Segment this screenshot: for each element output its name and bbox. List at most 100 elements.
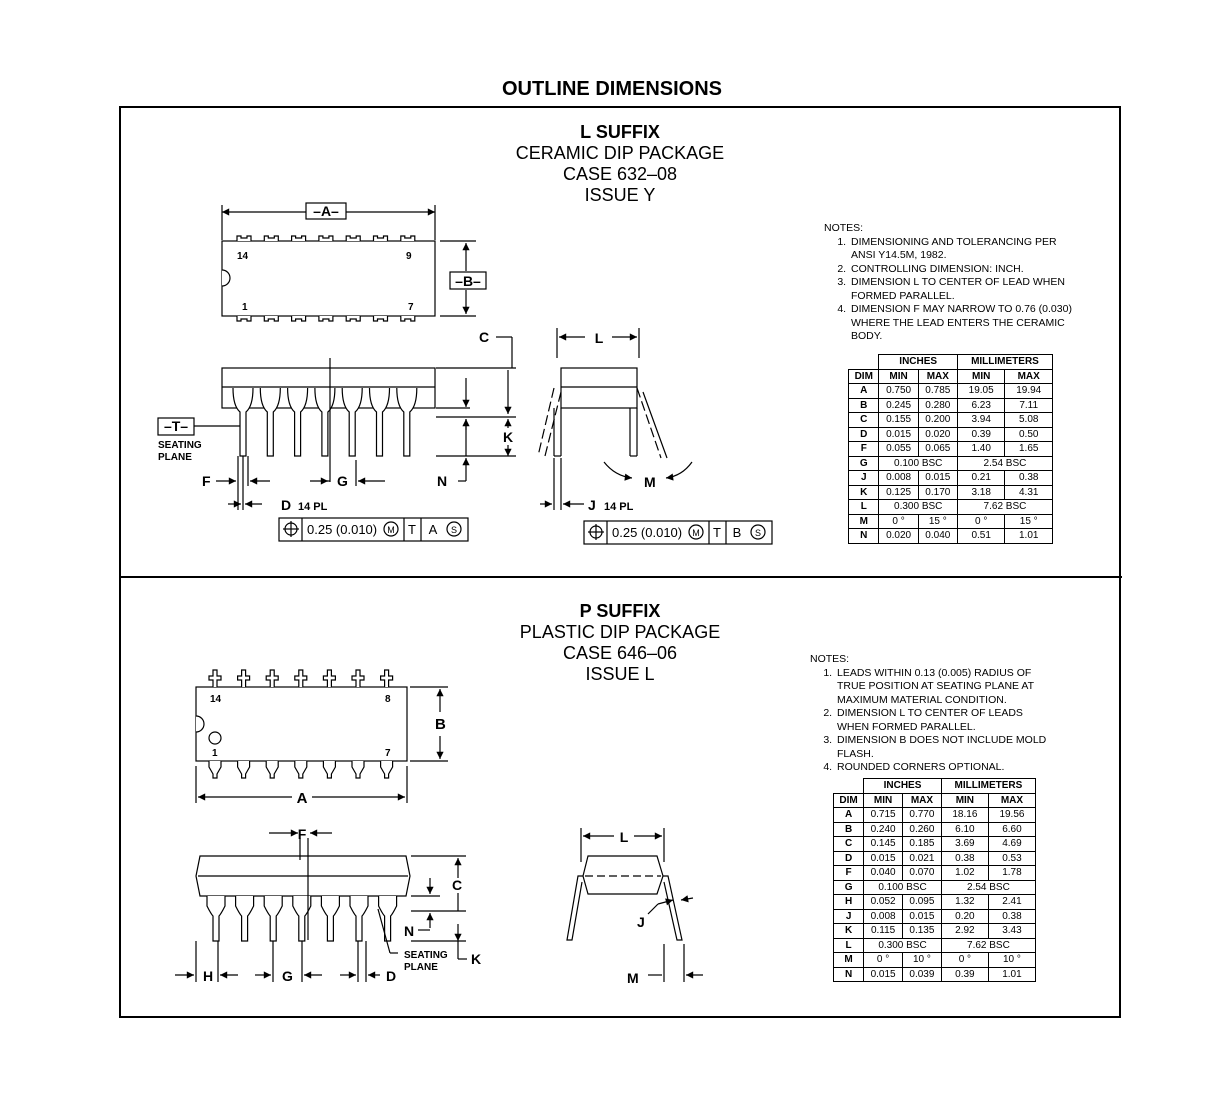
l-suffix-header: L SUFFIX CERAMIC DIP PACKAGE CASE 632–08… bbox=[420, 122, 820, 206]
l-l-label: L bbox=[595, 330, 604, 346]
p-pin-14-label: 14 bbox=[210, 694, 222, 705]
p-j-label: J bbox=[637, 914, 645, 930]
l-tol-b-datum-b: B bbox=[733, 525, 742, 540]
l-tol-b-modifier: M bbox=[692, 528, 700, 538]
l-bottom-lead-tab bbox=[318, 316, 334, 322]
p-side-lead bbox=[206, 896, 226, 942]
l-pin-9-label: 9 bbox=[406, 251, 412, 262]
p-table-dim-cell: C bbox=[832, 836, 865, 852]
l-bottom-lead-tab bbox=[400, 316, 416, 322]
l-d-14pl-label: 14 PL bbox=[298, 501, 328, 513]
l-case-number: CASE 632–08 bbox=[562, 164, 678, 184]
p-table-value-cell: 0.53 bbox=[987, 850, 1037, 866]
p-dimensions-table: INCHES MILLIMETERS DIM MIN MAX MIN MAX A… bbox=[832, 778, 1037, 982]
p-suffix-header: P SUFFIX PLASTIC DIP PACKAGE CASE 646–06… bbox=[420, 601, 820, 685]
l-side-lead bbox=[396, 387, 418, 457]
l-table-value-cell: 0.040 bbox=[917, 528, 958, 544]
p-c-label: C bbox=[452, 877, 462, 893]
p-top-view bbox=[195, 669, 408, 779]
l-pin-7-label: 7 bbox=[408, 302, 414, 313]
p-n-label: N bbox=[404, 923, 414, 939]
p-m-label: M bbox=[627, 970, 639, 986]
l-top-lead-tab bbox=[345, 235, 361, 241]
l-top-lead-tab bbox=[372, 235, 389, 241]
p-a-label: A bbox=[297, 790, 308, 807]
p-plane-label: PLANE bbox=[404, 962, 438, 973]
l-tol-a-datum-a: A bbox=[429, 522, 438, 537]
p-table-value-cell: 0.039 bbox=[902, 966, 942, 982]
p-table-dim-cell: N bbox=[832, 966, 865, 982]
p-top-lead bbox=[351, 669, 365, 687]
l-tol-a-value: 0.25 (0.010) bbox=[307, 522, 377, 537]
p-l-label: L bbox=[620, 829, 629, 845]
l-d-label: D bbox=[281, 497, 291, 513]
l-f-label: F bbox=[202, 473, 211, 489]
l-tol-a-datum-t: T bbox=[408, 522, 416, 537]
p-note-2: DIMENSION L TO CENTER OF LEADS WHEN FORM… bbox=[835, 707, 1055, 734]
outline-frame bbox=[119, 106, 1121, 1018]
p-table-value-cell: 0.015 bbox=[863, 966, 904, 982]
p-issue: ISSUE L bbox=[585, 664, 655, 684]
p-case-number: CASE 646–06 bbox=[562, 643, 678, 663]
l-note-4: DIMENSION F MAY NARROW TO 0.76 (0.030) W… bbox=[849, 303, 1074, 344]
datum-b-label: –B– bbox=[455, 273, 481, 289]
p-top-lead bbox=[237, 669, 251, 687]
p-bottom-lead bbox=[265, 761, 279, 779]
p-note-4: ROUNDED CORNERS OPTIONAL. bbox=[835, 761, 1055, 775]
l-bottom-lead-tab bbox=[291, 316, 307, 322]
l-k-label: K bbox=[503, 429, 513, 445]
l-side-lead bbox=[287, 387, 309, 457]
l-end-view bbox=[537, 367, 668, 459]
l-side-view bbox=[221, 358, 436, 482]
datum-t-label: –T– bbox=[164, 418, 188, 434]
p-side-lead bbox=[263, 896, 283, 942]
p-g-label: G bbox=[282, 968, 293, 984]
l-tol-b-datum-t: T bbox=[713, 525, 721, 540]
p-package-name: PLASTIC DIP PACKAGE bbox=[519, 622, 721, 642]
p-bottom-lead bbox=[208, 761, 222, 779]
l-tolerance-frame-a bbox=[278, 517, 469, 542]
p-seating-label: SEATING bbox=[404, 950, 448, 961]
l-top-lead-tab bbox=[263, 235, 279, 241]
p-top-lead bbox=[294, 669, 308, 687]
l-suffix-title: L SUFFIX bbox=[580, 122, 660, 142]
p-b-label: B bbox=[435, 716, 446, 733]
l-tolerance-frame-b bbox=[583, 520, 773, 545]
p-end-view bbox=[566, 855, 683, 941]
p-pin-1-label: 1 bbox=[212, 748, 218, 759]
section-divider bbox=[119, 576, 1122, 578]
l-top-lead-tab bbox=[400, 235, 416, 241]
l-notes-title: NOTES: bbox=[824, 222, 864, 234]
l-n-label: N bbox=[437, 473, 447, 489]
p-note-1: LEADS WITHIN 0.13 (0.005) RADIUS OF TRUE… bbox=[835, 667, 1055, 708]
l-bottom-lead-tab bbox=[263, 316, 279, 322]
p-k-label: K bbox=[471, 951, 481, 967]
l-side-lead bbox=[314, 387, 336, 457]
l-m-label: M bbox=[644, 474, 656, 490]
l-c-label: C bbox=[479, 329, 489, 345]
l-side-lead bbox=[232, 387, 254, 457]
p-h-label: H bbox=[203, 968, 213, 984]
p-side-lead bbox=[320, 896, 340, 942]
l-note-1: DIMENSIONING AND TOLERANCING PER ANSI Y1… bbox=[849, 236, 1074, 263]
l-dimensions-table: INCHES MILLIMETERS DIM MIN MAX MIN MAX A… bbox=[847, 354, 1054, 544]
l-issue: ISSUE Y bbox=[584, 185, 656, 205]
p-table-max-mm-header: MAX bbox=[987, 792, 1037, 808]
l-bottom-lead-tab bbox=[345, 316, 361, 322]
p-d-label: D bbox=[386, 968, 396, 984]
l-top-lead-tab bbox=[236, 235, 252, 241]
l-tol-b-s: S bbox=[755, 528, 761, 538]
p-top-lead bbox=[380, 669, 394, 687]
l-note-3: DIMENSION L TO CENTER OF LEAD WHEN FORME… bbox=[849, 276, 1074, 303]
l-table-value-cell: 1.01 bbox=[1004, 528, 1053, 544]
datum-a-label: –A– bbox=[313, 203, 339, 219]
p-notes-title: NOTES: bbox=[810, 653, 850, 665]
